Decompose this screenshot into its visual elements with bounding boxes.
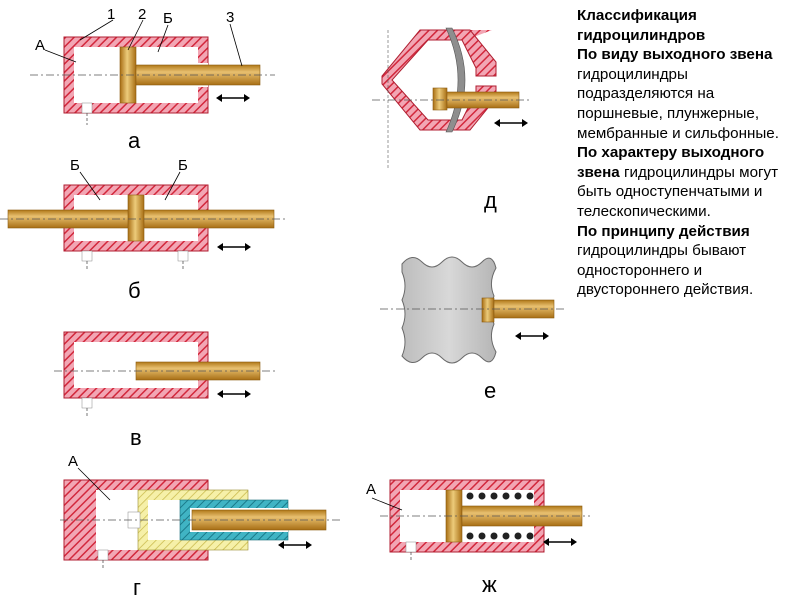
figure-v-plunger-cylinder: в	[54, 331, 275, 450]
label-3: 3	[226, 9, 234, 26]
figure-b-double-rod-cylinder: Б Б б	[0, 157, 285, 303]
figure-d-membrane-cylinder: д	[372, 27, 530, 213]
section-output-link-character: По характеру выходного звена гидроцилинд…	[577, 143, 797, 221]
figure-e-bellows-cylinder: е	[380, 256, 565, 403]
label-2: 2	[138, 6, 146, 23]
bidirectional-arrow-icon	[543, 538, 577, 546]
caption-zh: ж	[482, 572, 497, 597]
caption-d: д	[484, 188, 497, 213]
figure-zh-spring-return-cylinder: А ж	[366, 479, 590, 597]
bidirectional-arrow-icon	[216, 94, 250, 102]
panel-heading: Классификация гидроцилиндров	[577, 7, 706, 44]
label-B-right: Б	[178, 157, 188, 174]
label-B-left: Б	[70, 157, 80, 174]
figure-g-telescopic-cylinder: А г	[60, 453, 340, 600]
section-body: гидроцилиндры могут быть одноступенчатым…	[577, 163, 779, 220]
section-action-principle: По принципу действия гидроцилиндры бываю…	[577, 222, 797, 300]
bidirectional-arrow-icon	[278, 541, 312, 549]
bidirectional-arrow-icon	[217, 390, 251, 398]
label-1: 1	[107, 6, 115, 23]
section-heading: По характеру выходного звена	[577, 144, 765, 181]
section-heading: По принципу действия	[577, 222, 750, 240]
caption-g: г	[133, 575, 141, 600]
label-A: А	[35, 37, 45, 54]
caption-b: б	[128, 278, 141, 303]
section-body: гидроцилиндры бывают одностороннего и дв…	[577, 242, 754, 299]
classification-text-panel: Классификация гидроцилиндров По виду вых…	[577, 6, 797, 300]
bidirectional-arrow-icon	[217, 243, 251, 251]
bidirectional-arrow-icon	[494, 119, 528, 127]
section-body: гидроцилиндры подразделяются на поршневы…	[577, 65, 779, 142]
label-A: А	[68, 453, 78, 470]
section-heading: По виду выходного звена	[577, 46, 773, 64]
label-B: Б	[163, 10, 173, 27]
caption-e: е	[484, 378, 496, 403]
label-A: А	[366, 481, 376, 498]
bidirectional-arrow-icon	[515, 332, 549, 340]
caption-v: в	[130, 425, 142, 450]
caption-a: а	[128, 128, 141, 153]
figure-a-piston-cylinder: А 1 2 Б 3 а	[30, 6, 275, 153]
section-output-link-type: По виду выходного звена гидроцилиндры по…	[577, 45, 797, 143]
spring-coils	[466, 492, 534, 540]
